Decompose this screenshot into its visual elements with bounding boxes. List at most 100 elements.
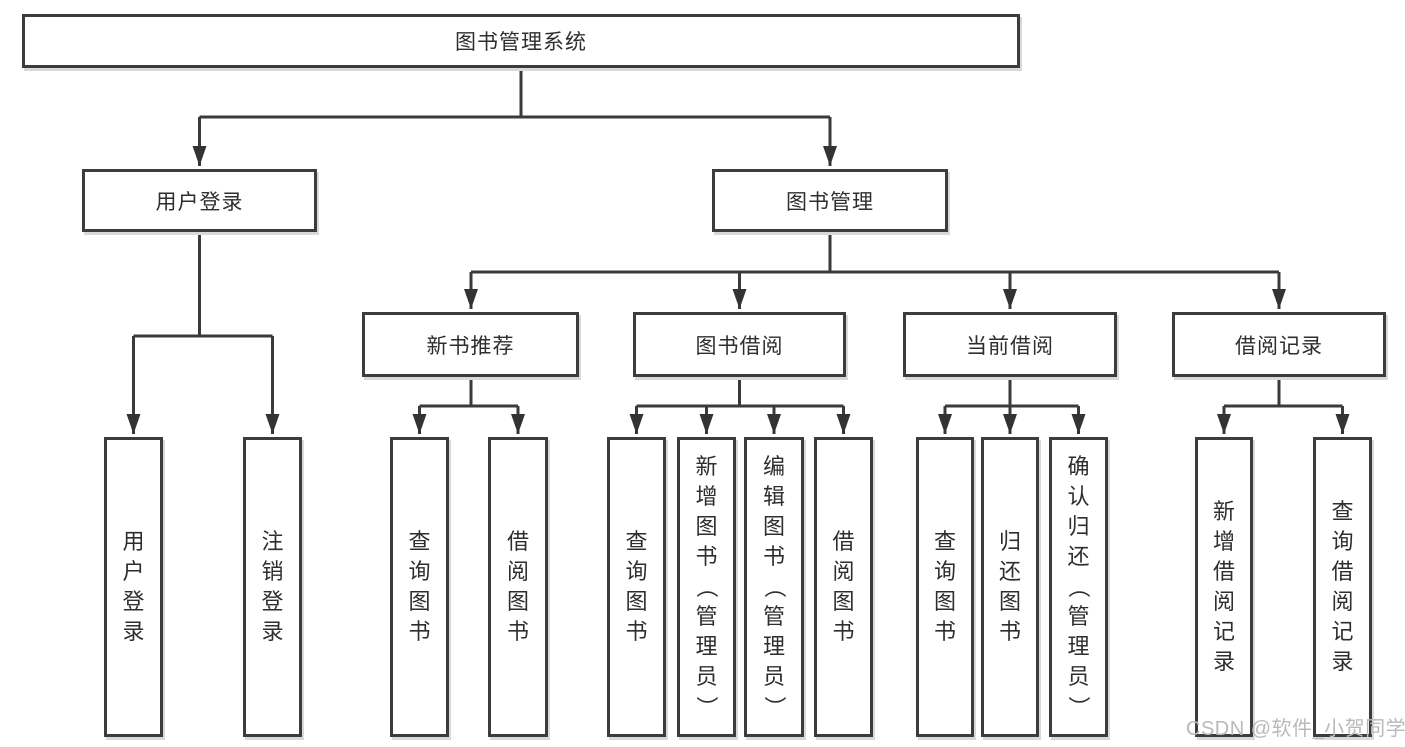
vertical-label-char: 员 xyxy=(695,664,718,689)
vertical-label-char: 归 xyxy=(998,529,1021,554)
vertical-label-char: ） xyxy=(694,695,720,719)
vertical-label-char: 录 xyxy=(122,619,145,644)
node-root-library-management-system: 图书管理系统 xyxy=(22,14,1020,68)
vertical-label-char: 书 xyxy=(625,619,648,644)
vertical-label-char: 图 xyxy=(695,514,718,539)
vertical-label-char: 管 xyxy=(1067,604,1090,629)
csdn-watermark: CSDN @软件_小贺同学 xyxy=(1186,718,1405,740)
vertical-label-char: 销 xyxy=(261,559,284,584)
node-label: 新书推荐 xyxy=(426,334,515,358)
vertical-label-char: 查 xyxy=(408,529,431,554)
vertical-label-char: 查 xyxy=(933,529,956,554)
vertical-label-char: 增 xyxy=(1212,529,1235,554)
vertical-label-char: 书 xyxy=(695,544,718,569)
vertical-label-char: 认 xyxy=(1067,484,1090,509)
vertical-label-char: 询 xyxy=(1331,529,1354,554)
node-borrowing-records: 借阅记录 xyxy=(1172,312,1386,377)
leaf-query-books-borrow: 查询图书 xyxy=(607,437,666,737)
vertical-label-char: 书 xyxy=(506,619,529,644)
vertical-label-char: ） xyxy=(1066,695,1092,719)
leaf-user-login: 用户登录 xyxy=(104,437,163,737)
node-label: 借阅记录 xyxy=(1235,334,1323,358)
vertical-label-char: 书 xyxy=(762,544,785,569)
vertical-label-char: 录 xyxy=(1212,649,1235,674)
vertical-label-char: 记 xyxy=(1331,619,1354,644)
leaf-add-books-admin: 新增图书 （ 管理员 ） xyxy=(677,437,736,737)
vertical-label-char: 借 xyxy=(1212,559,1235,584)
vertical-label-char: 图 xyxy=(625,589,648,614)
vertical-label-char: 还 xyxy=(1067,544,1090,569)
leaf-logout: 注销登录 xyxy=(243,437,302,737)
vertical-label-char: 用 xyxy=(122,529,145,554)
vertical-label-char: 询 xyxy=(933,559,956,584)
vertical-label-char: （ xyxy=(694,575,720,599)
node-book-borrowing: 图书借阅 xyxy=(633,312,846,377)
leaf-borrow-books-recommend: 借阅图书 xyxy=(488,437,548,737)
leaf-query-borrow-record: 查询借阅记录 xyxy=(1313,437,1372,737)
vertical-label-char: 书 xyxy=(933,619,956,644)
vertical-label-char: 借 xyxy=(832,529,855,554)
vertical-label-char: 登 xyxy=(122,589,145,614)
vertical-label-char: 询 xyxy=(625,559,648,584)
vertical-label-char: 查 xyxy=(625,529,648,554)
leaf-return-books: 归还图书 xyxy=(981,437,1039,737)
vertical-label-char: 记 xyxy=(1212,619,1235,644)
vertical-label-char: （ xyxy=(1066,575,1092,599)
vertical-label-char: 理 xyxy=(695,634,718,659)
vertical-label-char: 询 xyxy=(408,559,431,584)
vertical-label-char: 查 xyxy=(1331,499,1354,524)
leaf-query-books-current: 查询图书 xyxy=(916,437,974,737)
vertical-label-char: （ xyxy=(761,575,787,599)
vertical-label-char: 图 xyxy=(408,589,431,614)
vertical-label-char: 管 xyxy=(695,604,718,629)
node-new-book-recommendation: 新书推荐 xyxy=(362,312,579,377)
vertical-label-char: 登 xyxy=(261,589,284,614)
leaf-add-borrow-record: 新增借阅记录 xyxy=(1195,437,1253,737)
vertical-label-char: 借 xyxy=(506,529,529,554)
vertical-label-char: 辑 xyxy=(762,484,785,509)
vertical-label-char: 注 xyxy=(261,529,284,554)
vertical-label-char: 新 xyxy=(1212,499,1235,524)
vertical-label-char: 图 xyxy=(832,589,855,614)
node-book-management: 图书管理 xyxy=(712,169,948,232)
vertical-label-char: 图 xyxy=(762,514,785,539)
vertical-label-char: 编 xyxy=(762,454,785,479)
vertical-label-char: 图 xyxy=(998,589,1021,614)
node-label: 图书管理 xyxy=(786,190,874,214)
leaf-borrow-books: 借阅图书 xyxy=(814,437,873,737)
vertical-label-char: 还 xyxy=(998,559,1021,584)
node-label: 图书管理系统 xyxy=(455,31,587,54)
leaf-confirm-return-admin: 确认归还 （ 管理员 ） xyxy=(1049,437,1108,737)
vertical-label-char: 图 xyxy=(506,589,529,614)
vertical-label-char: 阅 xyxy=(1331,589,1354,614)
vertical-label-char: 确 xyxy=(1067,454,1090,479)
leaf-query-books-recommend: 查询图书 xyxy=(390,437,449,737)
vertical-label-char: 员 xyxy=(1067,664,1090,689)
vertical-label-char: 员 xyxy=(762,664,785,689)
vertical-label-char: 户 xyxy=(122,559,145,584)
vertical-label-char: 阅 xyxy=(1212,589,1235,614)
vertical-label-char: 借 xyxy=(1331,559,1354,584)
vertical-label-char: 归 xyxy=(1067,514,1090,539)
vertical-label-char: 录 xyxy=(1331,649,1354,674)
vertical-label-char: 图 xyxy=(933,589,956,614)
vertical-label-char: 管 xyxy=(762,604,785,629)
vertical-label-char: 理 xyxy=(1067,634,1090,659)
vertical-label-char: ） xyxy=(761,695,787,719)
vertical-label-char: 新 xyxy=(695,454,718,479)
vertical-label-char: 理 xyxy=(762,634,785,659)
node-user-login: 用户登录 xyxy=(82,169,317,232)
node-label: 用户登录 xyxy=(155,190,244,214)
node-label: 图书借阅 xyxy=(695,334,784,358)
vertical-label-char: 书 xyxy=(998,619,1021,644)
vertical-label-char: 书 xyxy=(832,619,855,644)
node-label: 当前借阅 xyxy=(966,334,1054,358)
vertical-label-char: 增 xyxy=(695,484,718,509)
vertical-label-char: 录 xyxy=(261,619,284,644)
vertical-label-char: 阅 xyxy=(832,559,855,584)
vertical-label-char: 阅 xyxy=(506,559,529,584)
vertical-label-char: 书 xyxy=(408,619,431,644)
leaf-edit-books-admin: 编辑图书 （ 管理员 ） xyxy=(744,437,804,737)
